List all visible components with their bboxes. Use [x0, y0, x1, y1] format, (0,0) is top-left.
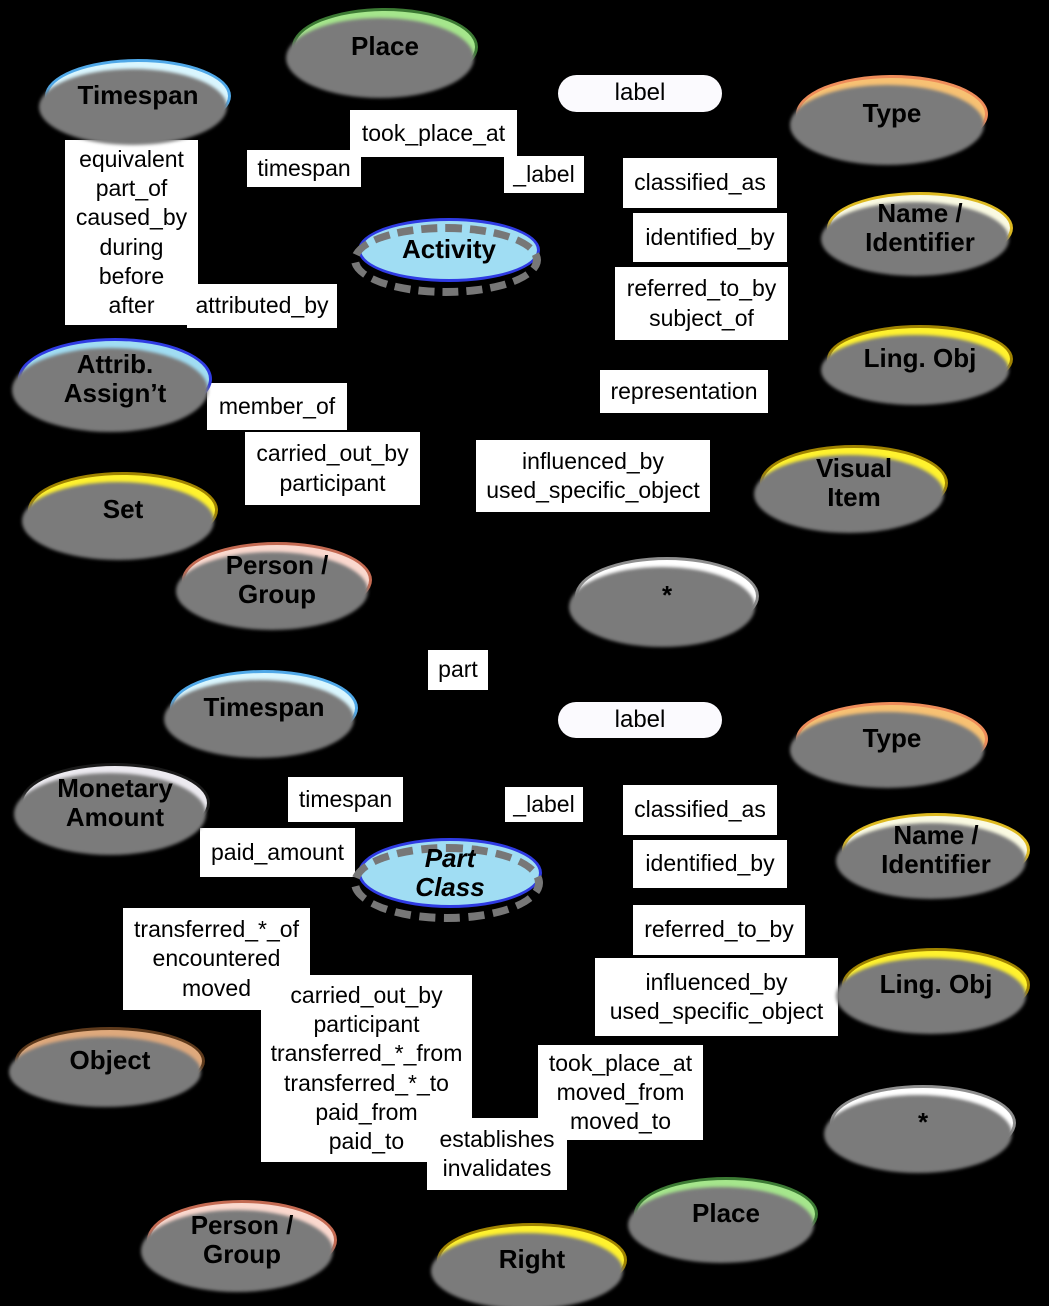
class-set: Set [28, 472, 218, 548]
prop-carried-out-by-bottom-label: carried_out_by participant transferred_*… [270, 981, 463, 1154]
prop-representation-label: representation [610, 377, 758, 404]
prop-transferred-group-label: transferred_*_of encountered moved [134, 916, 299, 1001]
prop-classified-as-bottom-label: classified_as [634, 796, 766, 823]
class-name-identifier-top: Name / Identifier [827, 192, 1013, 264]
class-attrib-assignt: Attrib. Assign’t [18, 338, 212, 420]
prop-influenced-by-bottom-label: influenced_by used_specific_object [609, 968, 824, 1024]
prop-timespan-top: timespan [247, 150, 361, 187]
class-part-class-label: Part Class [415, 842, 485, 902]
class-person-group-bottom-label: Person / Group [190, 1209, 294, 1269]
prop-identified-by-top-label: identified_by [645, 223, 775, 250]
prop-referred-to-by-bottom-label: referred_to_by [644, 916, 794, 943]
prop-identified-by-top: identified_by [633, 213, 787, 262]
class-person-group-top: Person / Group [182, 542, 372, 618]
class-name-identifier-bottom: Name / Identifier [842, 813, 1030, 887]
prop-identified-by-bottom: identified_by [633, 840, 787, 888]
prop-member-of-label: member_of [218, 392, 336, 419]
prop-carried-out-by-top-label: carried_out_by participant [256, 440, 409, 496]
class-timespan-top: Timespan [45, 59, 231, 133]
prop-member-of: member_of [207, 383, 347, 430]
prop-paid-amount: paid_amount [200, 828, 355, 877]
class-activity-label: Activity [402, 234, 496, 265]
prop-referred-to-by-bottom: referred_to_by [633, 905, 805, 955]
prop-identified-by-bottom-label: identified_by [645, 850, 775, 877]
class-type-bottom-label: Type [862, 723, 922, 754]
prop-influenced-by-top-label: influenced_by used_specific_object [486, 447, 700, 503]
prop-label-top: _label [504, 156, 584, 193]
edge-label-pill-top-label: label [614, 79, 666, 107]
prop-part-label: part [438, 656, 478, 683]
class-place-bottom-label: Place [692, 1198, 760, 1229]
prop-influenced-by-top: influenced_by used_specific_object [476, 440, 710, 512]
prop-representation: representation [600, 370, 768, 413]
class-name-identifier-bottom-label: Name / Identifier [881, 819, 991, 879]
class-object-label: Object [69, 1045, 151, 1076]
prop-timespan-top-label: timespan [257, 154, 351, 181]
prop-label-bottom-label: _label [513, 790, 575, 817]
prop-transferred-group: transferred_*_of encountered moved [123, 908, 310, 1010]
prop-took-place-at-top: took_place_at [350, 110, 517, 157]
prop-establishes-group-label: establishes invalidates [439, 1125, 555, 1181]
prop-attributed-by: attributed_by [187, 284, 337, 328]
class-place-bottom: Place [634, 1177, 818, 1251]
class-attrib-assignt-label: Attrib. Assign’t [63, 348, 167, 408]
class-any-bottom-label: * [917, 1107, 929, 1138]
class-type-top: Type [796, 75, 988, 153]
class-visual-item: Visual Item [760, 445, 948, 521]
prop-carried-out-by-top: carried_out_by participant [245, 432, 420, 505]
prop-referred-to-by-top-label: referred_to_by subject_of [626, 275, 777, 331]
class-type-bottom: Type [796, 702, 988, 776]
class-any-top-label: * [661, 580, 673, 611]
class-name-identifier-top-label: Name / Identifier [865, 197, 975, 257]
class-activity: Activity [358, 218, 540, 282]
class-monetary-amount-label: Monetary Amount [57, 772, 173, 832]
edge-label-pill-bottom-label: label [614, 705, 666, 733]
prop-paid-amount-label: paid_amount [211, 838, 344, 865]
prop-took-place-at-bottom-label: took_place_at moved_from moved_to [548, 1049, 693, 1135]
prop-took-place-at-top-label: took_place_at [361, 119, 506, 146]
prop-classified-as-bottom: classified_as [623, 785, 777, 835]
class-ling-obj-top-label: Ling. Obj [863, 343, 977, 374]
class-visual-item-label: Visual Item [815, 452, 893, 512]
class-place-top: Place [292, 8, 478, 86]
class-object: Object [15, 1027, 205, 1095]
prop-influenced-by-bottom: influenced_by used_specific_object [595, 958, 838, 1036]
class-right: Right [437, 1223, 627, 1297]
prop-timespan-bottom: timespan [288, 777, 403, 822]
prop-attributed-by-label: attributed_by [195, 292, 329, 319]
class-part-class: Part Class [358, 838, 542, 908]
class-place-top-label: Place [351, 31, 419, 62]
prop-label-bottom: _label [505, 787, 583, 822]
class-any-top: * [575, 557, 759, 635]
prop-took-place-at-bottom: took_place_at moved_from moved_to [538, 1045, 703, 1140]
prop-label-top-label: _label [513, 160, 575, 187]
class-type-top-label: Type [862, 98, 922, 129]
class-ling-obj-bottom: Ling. Obj [842, 948, 1030, 1022]
prop-classified-as-top: classified_as [623, 158, 777, 208]
edge-label-pill-bottom: label [558, 702, 722, 738]
class-right-label: Right [498, 1244, 566, 1275]
class-set-label: Set [102, 494, 144, 525]
class-any-bottom: * [830, 1085, 1016, 1161]
class-timespan-bottom: Timespan [170, 670, 358, 746]
class-timespan-top-label: Timespan [77, 80, 199, 111]
class-ling-obj-top: Ling. Obj [827, 325, 1013, 393]
class-timespan-bottom-label: Timespan [203, 692, 325, 723]
prop-classified-as-top-label: classified_as [634, 169, 766, 196]
prop-referred-to-by-top: referred_to_by subject_of [615, 267, 788, 340]
class-ling-obj-bottom-label: Ling. Obj [879, 969, 993, 1000]
prop-part: part [428, 650, 488, 690]
class-person-group-bottom: Person / Group [147, 1200, 337, 1280]
prop-equivalent-group: equivalent part_of caused_by during befo… [65, 140, 198, 325]
prop-equivalent-group-label: equivalent part_of caused_by during befo… [75, 145, 188, 318]
prop-timespan-bottom-label: timespan [298, 785, 393, 812]
edge-label-pill-top: label [558, 75, 722, 112]
class-person-group-top-label: Person / Group [225, 549, 329, 609]
class-monetary-amount: Monetary Amount [20, 763, 210, 843]
prop-establishes-group: establishes invalidates [427, 1118, 567, 1190]
